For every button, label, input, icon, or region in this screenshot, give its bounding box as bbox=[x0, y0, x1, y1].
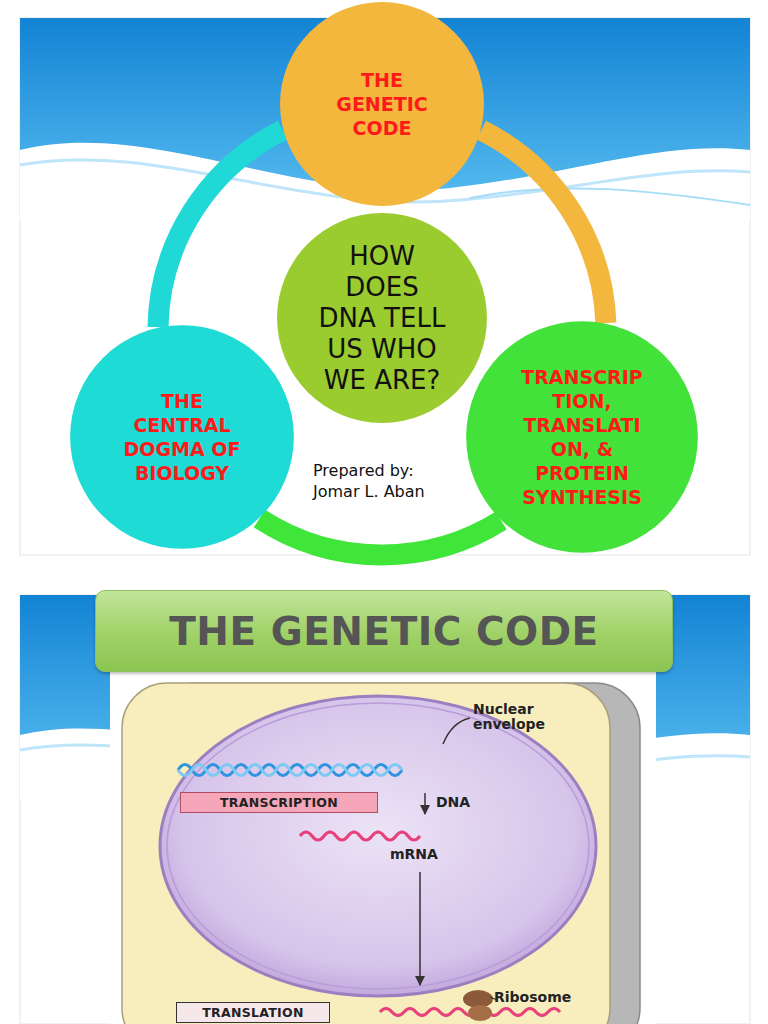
text-holder: HOW DOES DNA TELL US WHO WE ARE? bbox=[313, 241, 451, 396]
text-holder: THE GENETIC CODE bbox=[169, 609, 599, 654]
topic-circle: THE CENTRAL DOGMA OF BIOLOGY bbox=[69, 324, 295, 550]
dna-strand bbox=[178, 765, 402, 776]
node-text: TRANSCRIPTION bbox=[220, 795, 338, 810]
cycle-arc bbox=[260, 519, 502, 555]
node-text: TRANSCRIPTION, TRANSLATION, & PROTEIN SY… bbox=[516, 365, 649, 509]
text-holder: TRANSLATION bbox=[202, 1005, 304, 1020]
part-label: DNA bbox=[436, 795, 496, 810]
node-text: TRANSLATION bbox=[202, 1005, 304, 1020]
cycle-arc bbox=[158, 130, 283, 327]
node-text: THE GENETIC CODE bbox=[169, 609, 599, 654]
process-arrow bbox=[424, 793, 426, 814]
author-credit: Prepared by: Jomar L. Aban bbox=[313, 460, 453, 502]
circle-fill bbox=[466, 321, 698, 553]
topic-circle: TRANSCRIPTION, TRANSLATION, & PROTEIN SY… bbox=[465, 320, 699, 554]
mrna-strand bbox=[300, 832, 420, 840]
ribosome bbox=[468, 1005, 492, 1021]
node-text: THE GENETIC CODE bbox=[326, 68, 438, 140]
circle-shape bbox=[69, 324, 295, 550]
part-label: Nuclear envelope bbox=[473, 702, 565, 732]
node-text: THE CENTRAL DOGMA OF BIOLOGY bbox=[118, 389, 246, 485]
stage-box: TRANSLATION bbox=[176, 1002, 330, 1023]
export-arrow bbox=[419, 872, 421, 985]
slide-frame bbox=[20, 18, 750, 555]
nuclear-membrane bbox=[167, 703, 589, 989]
text-holder: TRANSCRIPTION bbox=[220, 795, 338, 810]
topic-circle: THE GENETIC CODE bbox=[279, 1, 485, 207]
dna-strand bbox=[178, 765, 402, 776]
text-holder: TRANSCRIPTION, TRANSLATION, & PROTEIN SY… bbox=[516, 365, 649, 509]
node-text: HOW DOES DNA TELL US WHO WE ARE? bbox=[313, 241, 451, 396]
question-circle: HOW DOES DNA TELL US WHO WE ARE? bbox=[276, 212, 488, 424]
part-label: Ribosome bbox=[494, 990, 584, 1005]
leader-line bbox=[443, 718, 470, 744]
wave-line bbox=[470, 188, 750, 205]
text-holder: THE GENETIC CODE bbox=[326, 68, 438, 140]
circle-fill bbox=[280, 2, 484, 206]
circle-shape bbox=[465, 320, 699, 554]
part-label: mRNA bbox=[390, 847, 460, 862]
circle-fill bbox=[277, 213, 487, 423]
nucleus bbox=[160, 696, 596, 996]
cycle-arc bbox=[481, 130, 606, 323]
text-holder: THE CENTRAL DOGMA OF BIOLOGY bbox=[118, 389, 246, 485]
cell-body bbox=[122, 683, 610, 1024]
circle-fill bbox=[70, 325, 294, 549]
stage-box: TRANSCRIPTION bbox=[180, 792, 378, 813]
title-banner: THE GENETIC CODE bbox=[95, 590, 673, 672]
